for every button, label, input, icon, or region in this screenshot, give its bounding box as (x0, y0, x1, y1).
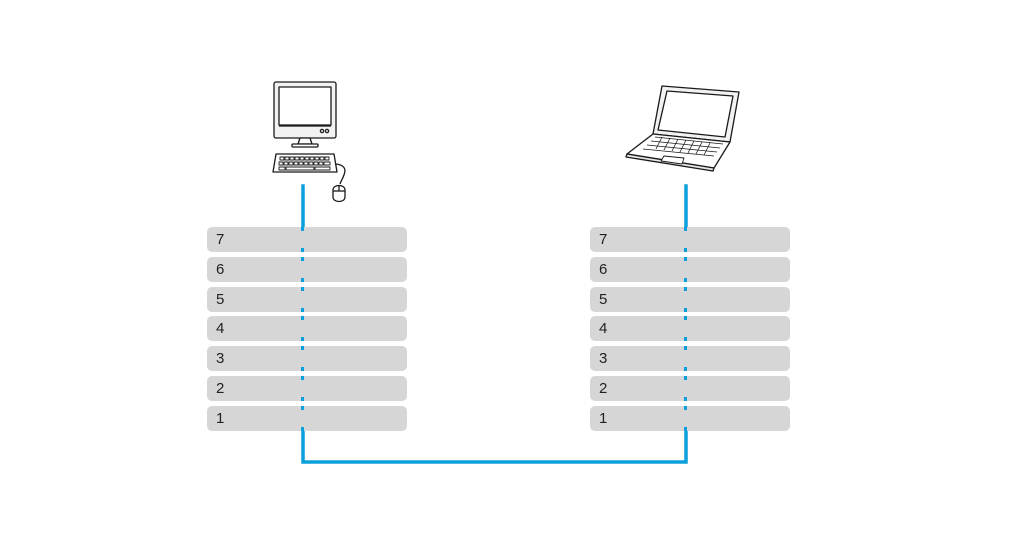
link-segment (684, 227, 687, 231)
link-segment (301, 256, 304, 261)
link-segment (301, 367, 304, 372)
right-layer-3: 3 (590, 346, 790, 372)
left-layer-7: 7 (207, 227, 407, 252)
link-segment (684, 405, 687, 410)
link-segment (301, 248, 304, 252)
link-segment (684, 307, 687, 312)
link-segment (684, 277, 687, 282)
layer-number: 7 (216, 231, 225, 248)
link-segment (301, 227, 304, 231)
layer-number: 1 (599, 409, 608, 427)
laptop-icon (625, 85, 740, 172)
link-segment (301, 405, 304, 410)
link-segment (301, 286, 304, 291)
link-segment (301, 375, 304, 380)
layer-number: 4 (599, 320, 608, 338)
left-layer-4: 4 (207, 316, 407, 342)
link-segment (684, 367, 687, 372)
layer-number: 7 (599, 231, 608, 248)
link-segment (684, 248, 687, 252)
right-layer-1: 1 (590, 405, 790, 431)
bottom-link-line (301, 430, 688, 464)
link-segment (684, 337, 687, 342)
layer-number: 2 (216, 379, 225, 397)
right-layer-stack: 7 6 5 4 3 2 1 (590, 227, 790, 436)
left-layer-stack: 7 6 5 4 3 2 1 (207, 227, 407, 436)
layer-number: 1 (216, 409, 225, 427)
connection-lines (301, 184, 688, 464)
right-layer-2: 2 (590, 375, 790, 401)
link-segment (684, 375, 687, 380)
layer-number: 5 (599, 290, 608, 308)
link-segment (301, 337, 304, 342)
right-layer-7: 7 (590, 227, 790, 252)
link-segment (301, 396, 304, 401)
link-segment (684, 256, 687, 261)
link-segment (684, 396, 687, 401)
layer-number: 6 (216, 260, 225, 278)
desktop-computer-icon (272, 81, 346, 203)
layer-number: 3 (599, 350, 608, 368)
link-segment (684, 346, 687, 351)
layer-number: 3 (216, 350, 225, 368)
layer-number: 5 (216, 290, 225, 308)
link-segment (684, 426, 687, 431)
left-layer-6: 6 (207, 256, 407, 282)
link-segment (684, 316, 687, 321)
layer-number: 6 (599, 260, 608, 278)
right-layer-6: 6 (590, 256, 790, 282)
right-layer-5: 5 (590, 286, 790, 312)
link-segment (301, 426, 304, 431)
link-segment (301, 316, 304, 321)
link-segment (684, 286, 687, 291)
right-layer-4: 4 (590, 316, 790, 342)
layer-number: 4 (216, 320, 225, 338)
left-layer-5: 5 (207, 286, 407, 312)
link-segment (301, 307, 304, 312)
left-layer-2: 2 (207, 375, 407, 401)
left-layer-1: 1 (207, 405, 407, 431)
link-segment (301, 346, 304, 351)
layer-number: 2 (599, 379, 608, 397)
link-segment (301, 277, 304, 282)
left-layer-3: 3 (207, 346, 407, 372)
